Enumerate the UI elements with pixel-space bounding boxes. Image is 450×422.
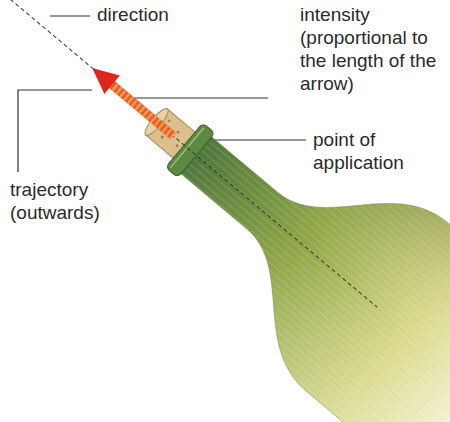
force-arrow (109, 82, 173, 136)
direction-label: direction (97, 3, 217, 26)
leader-line (18, 90, 92, 172)
intensity-label: intensity (proportional to the length of… (300, 3, 445, 95)
trajectory-label: trajectory (outwards) (10, 178, 125, 224)
application-label: point of application (313, 128, 443, 174)
leader-line (130, 97, 268, 98)
arrowhead (84, 59, 119, 94)
leader-line (50, 15, 90, 16)
